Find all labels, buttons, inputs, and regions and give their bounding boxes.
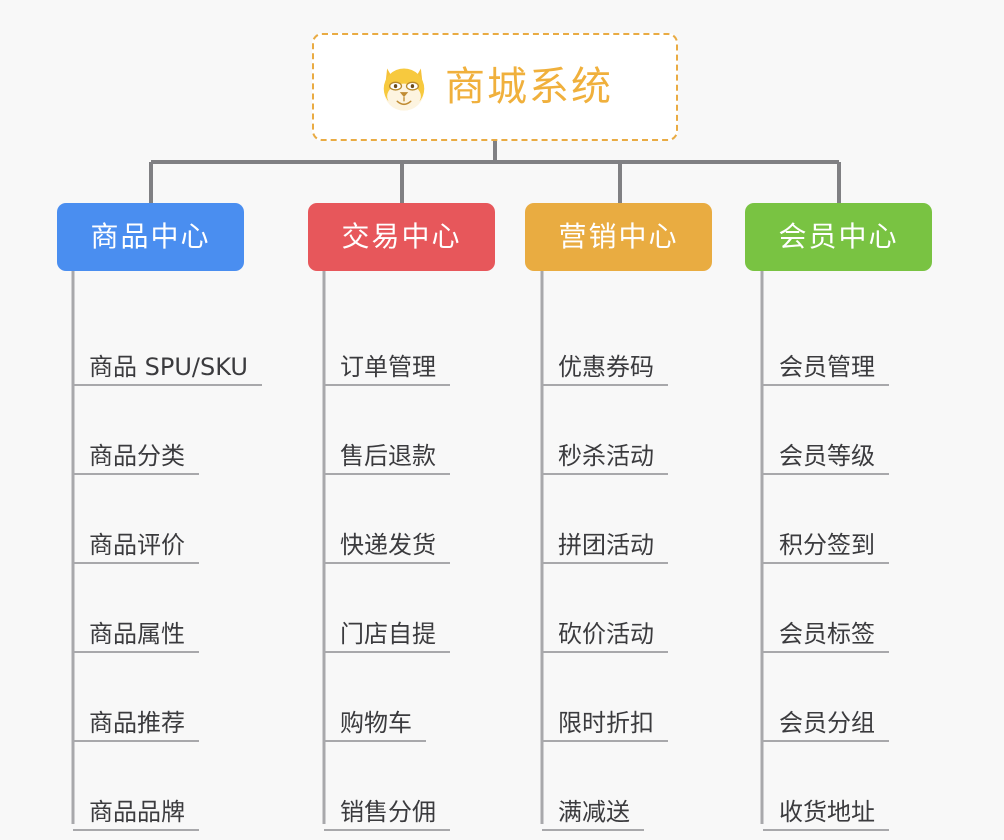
- leaf-underline: [73, 562, 199, 564]
- leaf-underline: [324, 829, 450, 831]
- leaf-label: 会员等级: [779, 442, 875, 470]
- leaf-list: 订单管理售后退款快递发货门店自提购物车销售分佣: [324, 297, 495, 831]
- leaf-item[interactable]: 砍价活动: [542, 564, 712, 653]
- leaf-underline: [763, 473, 889, 475]
- leaf-underline: [324, 651, 450, 653]
- leaf-item[interactable]: 售后退款: [324, 386, 495, 475]
- leaf-list: 优惠券码秒杀活动拼团活动砍价活动限时折扣满减送: [542, 297, 712, 831]
- leaf-label: 门店自提: [340, 620, 436, 648]
- leaf-underline: [73, 651, 199, 653]
- leaf-item[interactable]: 商品属性: [73, 564, 244, 653]
- leaf-underline: [324, 473, 450, 475]
- leaf-underline: [542, 562, 668, 564]
- leaf-label: 商品品牌: [89, 798, 185, 826]
- leaf-underline: [763, 384, 889, 386]
- branch-header-1[interactable]: 交易中心: [308, 203, 495, 271]
- branch-header-label: 商品中心: [90, 220, 211, 253]
- leaf-item[interactable]: 拼团活动: [542, 475, 712, 564]
- leaf-underline: [542, 651, 668, 653]
- leaf-label: 快递发货: [340, 531, 436, 559]
- leaf-underline: [763, 651, 889, 653]
- leaf-underline: [542, 384, 668, 386]
- leaf-label: 秒杀活动: [558, 442, 654, 470]
- leaf-item[interactable]: 门店自提: [324, 564, 495, 653]
- leaf-item[interactable]: 秒杀活动: [542, 386, 712, 475]
- branch-header-label: 会员中心: [778, 220, 899, 253]
- branch-column: 交易中心订单管理售后退款快递发货门店自提购物车销售分佣: [308, 203, 495, 831]
- leaf-item[interactable]: 商品品牌: [73, 742, 244, 831]
- leaf-item[interactable]: 限时折扣: [542, 653, 712, 742]
- leaf-label: 订单管理: [340, 353, 436, 381]
- leaf-underline: [324, 384, 450, 386]
- leaf-underline: [542, 740, 668, 742]
- leaf-list: 会员管理会员等级积分签到会员标签会员分组收货地址: [763, 297, 932, 831]
- leaf-label: 拼团活动: [558, 531, 654, 559]
- leaf-label: 优惠券码: [558, 353, 654, 381]
- leaf-item[interactable]: 会员等级: [763, 386, 932, 475]
- branch-column: 商品中心商品 SPU/SKU 商品分类商品评价商品属性商品推荐商品品牌: [57, 203, 262, 831]
- root-node[interactable]: 商城系统: [312, 33, 678, 141]
- branch-column: 营销中心优惠券码秒杀活动拼团活动砍价活动限时折扣满减送: [525, 203, 712, 831]
- leaf-item[interactable]: 收货地址: [763, 742, 932, 831]
- leaf-label: 商品推荐: [89, 709, 185, 737]
- branch-header-2[interactable]: 营销中心: [525, 203, 712, 271]
- leaf-underline: [73, 740, 199, 742]
- leaf-label: 商品 SPU/SKU: [89, 353, 248, 381]
- leaf-item[interactable]: 会员管理: [763, 297, 932, 386]
- leaf-label: 购物车: [340, 709, 412, 737]
- leaf-list: 商品 SPU/SKU 商品分类商品评价商品属性商品推荐商品品牌: [73, 297, 262, 831]
- leaf-item[interactable]: 销售分佣: [324, 742, 495, 831]
- branch-header-0[interactable]: 商品中心: [57, 203, 244, 271]
- leaf-underline: [763, 562, 889, 564]
- leaf-label: 商品属性: [89, 620, 185, 648]
- shiba-dog-face-icon: [383, 68, 425, 111]
- leaf-label: 会员管理: [779, 353, 875, 381]
- leaf-underline: [324, 562, 450, 564]
- leaf-label: 会员标签: [779, 620, 875, 648]
- leaf-label: 商品评价: [89, 531, 185, 559]
- leaf-item[interactable]: 快递发货: [324, 475, 495, 564]
- leaf-underline: [73, 829, 199, 831]
- leaf-underline: [542, 829, 644, 831]
- branch-column: 会员中心会员管理会员等级积分签到会员标签会员分组收货地址: [745, 203, 932, 831]
- leaf-item[interactable]: 会员分组: [763, 653, 932, 742]
- root-title: 商城系统: [445, 64, 613, 110]
- leaf-label: 售后退款: [340, 442, 436, 470]
- leaf-label: 销售分佣: [340, 798, 436, 826]
- leaf-label: 商品分类: [89, 442, 185, 470]
- leaf-item[interactable]: 会员标签: [763, 564, 932, 653]
- leaf-underline: [763, 829, 889, 831]
- leaf-item[interactable]: 积分签到: [763, 475, 932, 564]
- leaf-label: 砍价活动: [558, 620, 654, 648]
- leaf-label: 会员分组: [779, 709, 875, 737]
- leaf-underline: [73, 473, 199, 475]
- leaf-underline: [73, 384, 262, 386]
- branch-header-label: 营销中心: [558, 220, 679, 253]
- leaf-underline: [324, 740, 426, 742]
- leaf-item[interactable]: 优惠券码: [542, 297, 712, 386]
- leaf-item[interactable]: 商品 SPU/SKU: [73, 297, 262, 386]
- branch-header-label: 交易中心: [341, 220, 462, 253]
- leaf-label: 限时折扣: [558, 709, 654, 737]
- leaf-item[interactable]: 商品推荐: [73, 653, 244, 742]
- leaf-label: 满减送: [558, 798, 630, 826]
- leaf-item[interactable]: 购物车: [324, 653, 495, 742]
- leaf-label: 积分签到: [779, 531, 875, 559]
- leaf-underline: [542, 473, 668, 475]
- leaf-underline: [763, 740, 889, 742]
- leaf-label: 收货地址: [779, 798, 875, 826]
- leaf-item[interactable]: 订单管理: [324, 297, 495, 386]
- leaf-item[interactable]: 商品评价: [73, 475, 244, 564]
- leaf-item[interactable]: 商品分类: [73, 386, 244, 475]
- branch-header-3[interactable]: 会员中心: [745, 203, 932, 271]
- leaf-item[interactable]: 满减送: [542, 742, 712, 831]
